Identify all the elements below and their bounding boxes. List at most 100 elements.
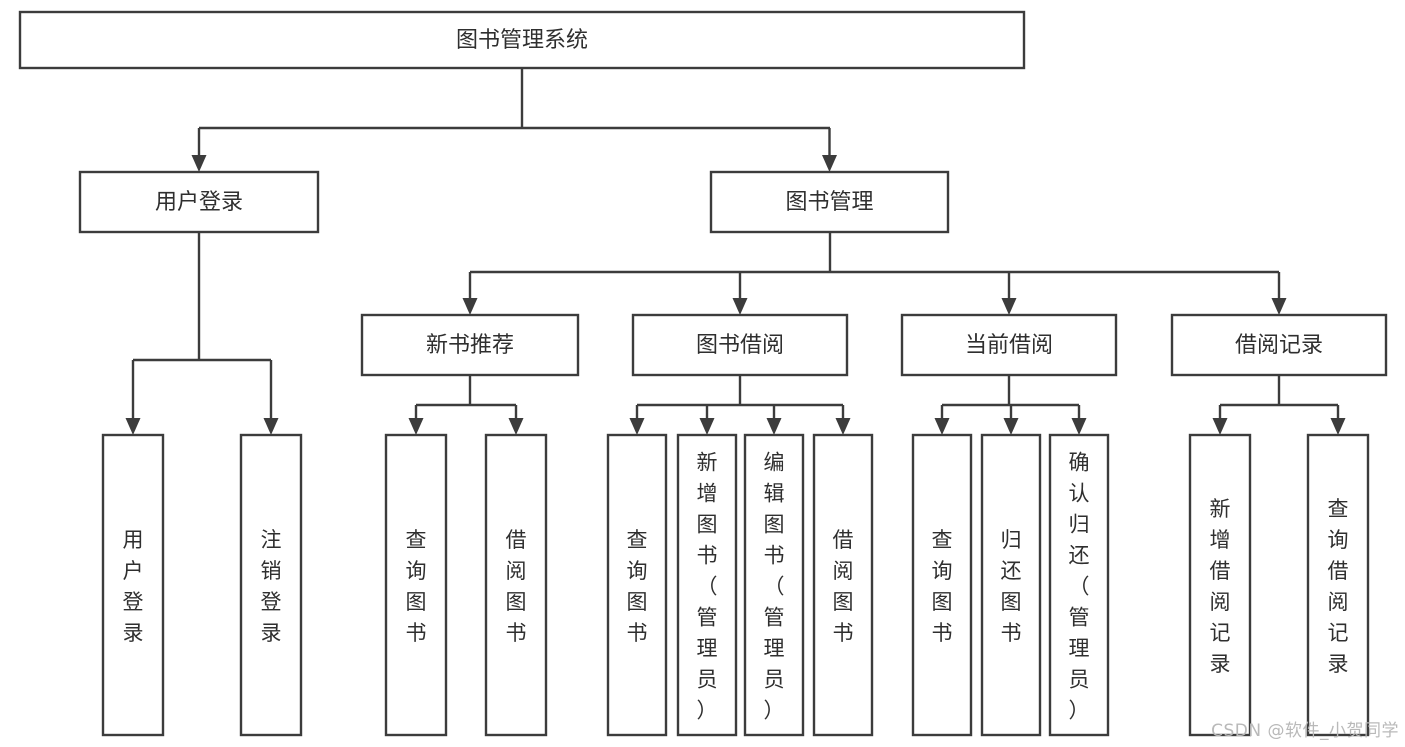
node-label-char: 理 <box>1069 637 1090 661</box>
node-label-char: 阅 <box>1328 590 1349 614</box>
node-label-char: 阅 <box>833 559 854 583</box>
csdn-watermark: CSDN @软件_小贺同学 <box>1211 721 1399 741</box>
node-box[interactable] <box>384 433 448 737</box>
node-label-char: 管 <box>697 606 718 630</box>
node-level2-1[interactable]: 图书管理 <box>709 170 950 234</box>
node-box[interactable] <box>676 433 738 737</box>
node-label: 图书借阅 <box>696 333 784 358</box>
node-leaf-0[interactable]: 用户登录 <box>101 433 165 737</box>
connector-leg-leaf-10 <box>1071 405 1087 435</box>
node-label-char: 辑 <box>764 482 785 506</box>
node-level3-2[interactable]: 当前借阅 <box>900 313 1118 377</box>
node-label-char: 书 <box>406 621 427 645</box>
node-label-char: 图 <box>406 590 427 614</box>
node-root-0[interactable]: 图书管理系统 <box>18 10 1026 70</box>
node-level3-0[interactable]: 新书推荐 <box>360 313 580 377</box>
node-label-char: 书 <box>506 621 527 645</box>
connector-leg-leaf-4 <box>629 405 645 435</box>
node-box[interactable] <box>360 313 580 377</box>
arrow-head-icon <box>1271 298 1287 315</box>
node-box[interactable] <box>239 433 303 737</box>
node-box[interactable] <box>911 433 973 737</box>
node-box[interactable] <box>606 433 668 737</box>
node-label-char: 还 <box>1001 559 1022 583</box>
node-box[interactable] <box>812 433 874 737</box>
node-box[interactable] <box>101 433 165 737</box>
arrow-head-icon <box>1003 418 1019 435</box>
node-label-char: 管 <box>764 606 785 630</box>
node-label-char: 询 <box>1328 528 1349 552</box>
node-label-char: 增 <box>697 482 718 506</box>
node-level3-3[interactable]: 借阅记录 <box>1170 313 1388 377</box>
node-label-char: 图 <box>764 513 785 537</box>
node-label-char: 录 <box>1210 652 1231 676</box>
node-label: 用户登录 <box>155 190 243 215</box>
arrow-head-icon <box>508 418 524 435</box>
node-box[interactable] <box>709 170 950 234</box>
node-box[interactable] <box>900 313 1118 377</box>
node-label-char: 书 <box>1001 621 1022 645</box>
node-label-char: 书 <box>833 621 854 645</box>
arrow-head-icon <box>629 418 645 435</box>
node-label: 图书管理 <box>785 190 873 215</box>
node-box[interactable] <box>743 433 805 737</box>
arrow-head-icon <box>1071 418 1087 435</box>
node-label-char: 记 <box>1210 621 1231 645</box>
connector-leg-leaf-8 <box>934 405 950 435</box>
node-level3-1[interactable]: 图书借阅 <box>631 313 849 377</box>
arrow-head-icon <box>1001 298 1017 315</box>
node-label-char: 阅 <box>1210 590 1231 614</box>
node-box[interactable] <box>484 433 548 737</box>
node-level2-0[interactable]: 用户登录 <box>78 170 320 234</box>
node-box[interactable] <box>980 433 1042 737</box>
node-box[interactable] <box>1306 433 1370 737</box>
node-label-char: 图 <box>1001 590 1022 614</box>
connector-current-to-leaves <box>942 375 1079 407</box>
node-label-char: 新 <box>697 451 718 475</box>
node-box[interactable] <box>18 10 1026 70</box>
node-label-char: 借 <box>1210 559 1231 583</box>
connector-leg-l3-0 <box>462 272 478 315</box>
node-label-char: 归 <box>1001 528 1022 552</box>
connector-leg-l3-1 <box>732 272 748 315</box>
node-label-char: 还 <box>1069 544 1090 568</box>
arrow-head-icon <box>835 418 851 435</box>
node-label-char: 查 <box>932 528 953 552</box>
node-box[interactable] <box>1048 433 1110 737</box>
node-label-char: 借 <box>833 528 854 552</box>
arrow-head-icon <box>263 418 279 435</box>
node-label-char: 录 <box>123 621 144 645</box>
connector-new-book-to-leaves <box>416 375 516 407</box>
node-box[interactable] <box>78 170 320 234</box>
node-label-char: 登 <box>261 590 282 614</box>
node-box[interactable] <box>1170 313 1388 377</box>
connector-leg-leaf-5 <box>699 405 715 435</box>
node-label-char: （ <box>764 575 785 599</box>
node-label-char: 录 <box>261 621 282 645</box>
connector-leg-l2-1 <box>822 128 837 172</box>
node-label-char: 图 <box>833 590 854 614</box>
node-box[interactable] <box>631 313 849 377</box>
connector-records-to-leaves <box>1220 375 1338 407</box>
node-label: 借阅记录 <box>1235 333 1323 358</box>
node-label-char: 书 <box>932 621 953 645</box>
node-label-char: 增 <box>1210 528 1231 552</box>
node-box[interactable] <box>1188 433 1252 737</box>
node-label-char: 查 <box>1328 497 1349 521</box>
connector-leg-l3-3 <box>1271 272 1287 315</box>
node-label-char: ） <box>764 699 785 723</box>
node-label-char: 借 <box>1328 559 1349 583</box>
